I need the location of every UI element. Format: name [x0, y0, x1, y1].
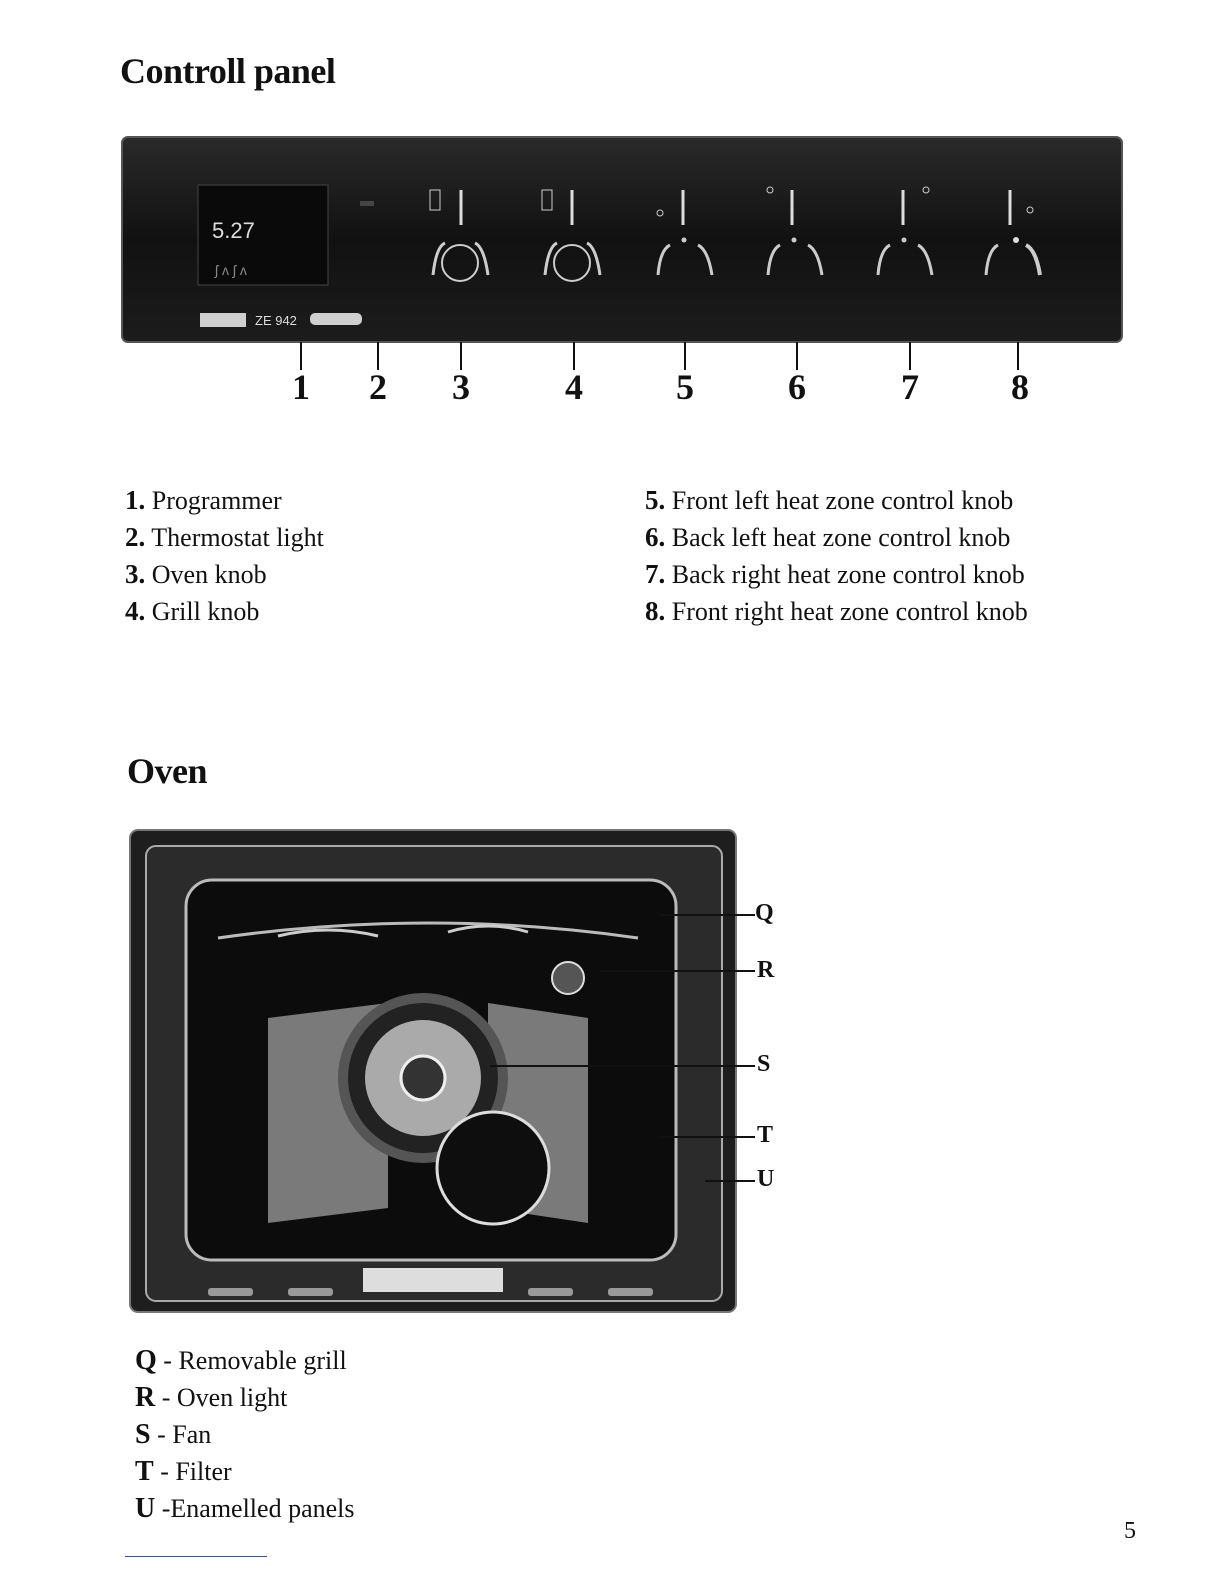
- oven-label-r: R: [757, 957, 775, 983]
- control-panel-photo: 5.27 ʃ ʌ ʃ ʌ ZE 942: [121, 136, 1123, 343]
- list-item: 7. Back right heat zone control knob: [645, 559, 1025, 589]
- footnote-rule: [125, 1556, 267, 1557]
- callout-3: 3: [452, 367, 470, 407]
- list-item: 1. Programmer: [125, 485, 282, 515]
- svg-text:ʃ ʌ ʃ ʌ: ʃ ʌ ʃ ʌ: [214, 262, 247, 278]
- oven-photo: [129, 829, 737, 1313]
- control-list-left: 1. Programmer 2. Thermostat light 3. Ove…: [125, 482, 324, 630]
- page-number: 5: [1124, 1518, 1136, 1544]
- knobs: [429, 186, 1042, 282]
- list-item: 4. Grill knob: [125, 596, 260, 626]
- list-item: Q - Removable grill: [135, 1345, 347, 1376]
- list-item: U -Enamelled panels: [135, 1493, 355, 1524]
- control-panel-title: Controll panel: [120, 51, 336, 91]
- oven-label-t: T: [757, 1122, 774, 1148]
- zanussi-logo: [200, 313, 246, 327]
- model-label: ZE 942: [255, 313, 297, 328]
- oven-label-s: S: [757, 1051, 771, 1077]
- list-item: 3. Oven knob: [125, 559, 267, 589]
- list-item: 8. Front right heat zone control knob: [645, 596, 1028, 626]
- callout-8: 8: [1011, 367, 1029, 407]
- oven-label-q: Q: [755, 900, 774, 926]
- programmer-display: 5.27: [212, 218, 255, 243]
- list-item: S - Fan: [135, 1419, 212, 1450]
- oven-title: Oven: [127, 751, 208, 791]
- list-item: 2. Thermostat light: [125, 522, 324, 552]
- oven-label-u: U: [757, 1166, 775, 1192]
- oven-legend: Q - Removable grill R - Oven light S - F…: [135, 1342, 355, 1527]
- callout-5: 5: [676, 367, 694, 407]
- callout-1: 1: [292, 367, 310, 407]
- list-item: T - Filter: [135, 1456, 232, 1487]
- list-item: 6. Back left heat zone control knob: [645, 522, 1011, 552]
- list-item: R - Oven light: [135, 1382, 288, 1413]
- callout-7: 7: [901, 367, 919, 407]
- callout-2: 2: [369, 367, 387, 407]
- callout-6: 6: [788, 367, 806, 407]
- callout-4: 4: [565, 367, 583, 407]
- control-list-right: 5. Front left heat zone control knob 6. …: [645, 482, 1028, 630]
- list-item: 5. Front left heat zone control knob: [645, 485, 1014, 515]
